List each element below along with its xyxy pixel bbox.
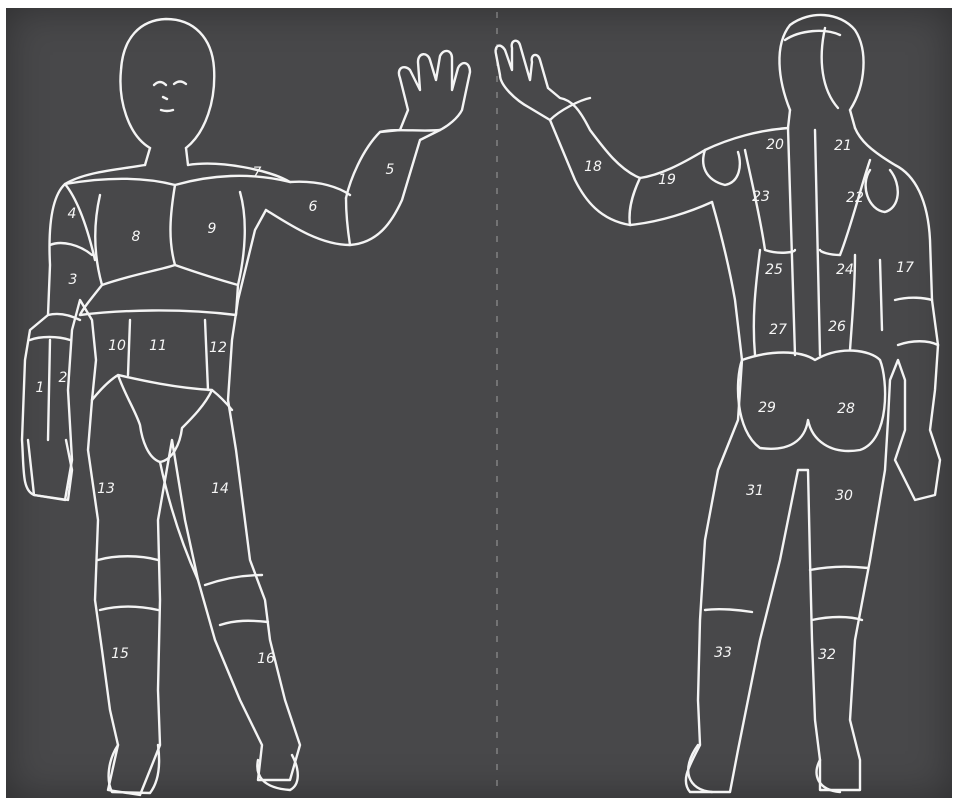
front-face-features	[154, 82, 186, 112]
front-elbow-divider	[380, 130, 440, 132]
region-label-4: 4	[68, 206, 77, 222]
region-label-13: 13	[97, 481, 115, 497]
front-leg-lines	[98, 462, 268, 625]
back-neck	[788, 110, 855, 128]
region-label-31: 31	[746, 483, 764, 499]
region-label-25: 25	[765, 262, 783, 278]
region-label-8: 8	[132, 229, 141, 245]
region-label-5: 5	[386, 162, 395, 178]
back-ear-lines	[785, 28, 840, 108]
region-label-11: 11	[149, 338, 167, 354]
front-neck	[145, 148, 188, 165]
region-label-3: 3	[69, 272, 78, 288]
region-label-20: 20	[766, 137, 784, 153]
back-leg-lines	[705, 567, 868, 620]
region-label-1: 1	[36, 380, 45, 396]
region-label-15: 15	[111, 646, 129, 662]
front-left-arm-lines	[30, 184, 95, 440]
region-label-33: 33	[714, 645, 732, 661]
back-shoulder-caps	[703, 150, 898, 212]
front-raised-arm	[266, 51, 470, 245]
region-label-12: 12	[209, 340, 227, 356]
back-feet	[688, 745, 840, 792]
region-label-21: 21	[834, 138, 852, 154]
front-forearm-divider	[346, 198, 350, 245]
back-spine-lines	[745, 128, 870, 355]
region-label-17: 17	[896, 260, 914, 276]
region-label-24: 24	[836, 262, 854, 278]
region-label-23: 23	[752, 189, 770, 205]
front-torso-outline	[22, 165, 300, 795]
region-label-26: 26	[828, 319, 846, 335]
front-chest-lines	[65, 176, 290, 315]
region-label-30: 30	[835, 488, 853, 504]
region-label-2: 2	[59, 370, 68, 386]
region-label-16: 16	[257, 651, 275, 667]
front-head-outline	[120, 19, 214, 148]
region-label-32: 32	[818, 647, 836, 663]
front-figure	[22, 19, 470, 795]
region-label-28: 28	[837, 401, 855, 417]
region-label-27: 27	[769, 322, 787, 338]
back-raised-arm	[496, 41, 788, 225]
region-label-9: 9	[208, 221, 217, 237]
front-feet	[109, 745, 298, 793]
region-label-18: 18	[584, 159, 602, 175]
back-torso-outline	[686, 128, 940, 792]
region-label-7: 7	[253, 165, 262, 181]
front-right-shoulder	[188, 164, 350, 195]
back-figure	[496, 15, 940, 792]
region-label-14: 14	[211, 481, 229, 497]
region-label-6: 6	[309, 199, 318, 215]
region-label-29: 29	[758, 400, 776, 416]
region-label-22: 22	[846, 190, 864, 206]
region-label-10: 10	[108, 338, 126, 354]
region-label-19: 19	[658, 172, 676, 188]
